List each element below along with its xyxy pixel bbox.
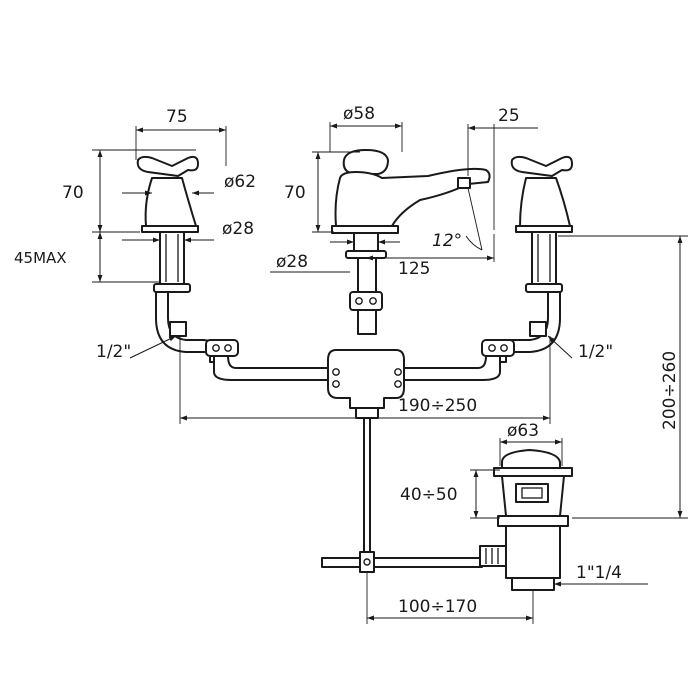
- dim-total-height: 200÷260: [660, 351, 680, 430]
- spout-assembly: [331, 149, 491, 335]
- dim-spout-height: 70: [284, 183, 306, 203]
- pop-up-rod: [321, 417, 483, 573]
- dim-waste-thread: 1"1/4: [576, 563, 622, 583]
- spout-flange: [331, 225, 399, 234]
- left-valve-body: [144, 177, 197, 227]
- waste-nut: [497, 515, 569, 527]
- dim-center-distance: 190÷250: [398, 396, 477, 416]
- dimension-lines: [92, 122, 688, 624]
- waste-window: [515, 483, 549, 503]
- dimension-labels: 75 ø58 25 70 ø62 70 ø28 45MAX ø28 12° 12…: [14, 104, 680, 617]
- dim-right-thread: 1/2": [578, 342, 613, 362]
- dim-stem-diameter: ø28: [222, 219, 254, 239]
- dim-handle-width: 75: [166, 107, 188, 127]
- right-cross-handle: [510, 155, 573, 177]
- waste-cap: [501, 449, 561, 469]
- right-inlet: [529, 321, 547, 337]
- waste-tailpiece: [505, 525, 561, 579]
- spout-stem: [353, 232, 379, 252]
- left-connecting-pipe: [213, 355, 341, 381]
- dim-spout-stem-diameter: ø28: [276, 252, 308, 272]
- left-valve-stem: [159, 231, 185, 285]
- waste-outlet: [511, 577, 555, 591]
- spout-nut: [345, 250, 387, 259]
- tee-outlet: [355, 407, 379, 419]
- dim-rod-distance: 100÷170: [398, 597, 477, 617]
- center-tee: [327, 349, 405, 409]
- dim-spout-reach: 125: [398, 259, 430, 279]
- left-nut: [153, 283, 191, 293]
- right-pipe-nut: [481, 339, 515, 357]
- pop-up-waste: [479, 449, 573, 591]
- dim-waste-diameter: ø63: [507, 421, 539, 441]
- spout-coupling: [349, 291, 383, 311]
- right-valve-stem: [531, 231, 557, 285]
- waste-flange: [493, 467, 573, 477]
- right-nut: [525, 283, 563, 293]
- dim-handle-diameter: ø62: [224, 172, 256, 192]
- right-valve-body: [519, 177, 571, 227]
- waste-rod-fitting: [479, 545, 507, 567]
- horizontal-rod: [321, 557, 483, 568]
- dim-spout-angle: 12°: [432, 231, 462, 251]
- dim-valve-height: 70: [62, 183, 84, 203]
- spout-lever-handle: [342, 149, 389, 175]
- dim-spout-diameter: ø58: [343, 104, 375, 124]
- left-cross-handle: [136, 155, 199, 177]
- right-connecting-pipe: [391, 355, 501, 381]
- left-tap: [136, 155, 223, 363]
- dim-left-thread: 1/2": [96, 342, 131, 362]
- dim-thread-height: 45MAX: [14, 249, 67, 267]
- right-tap: [493, 155, 573, 363]
- dim-spout-offset: 25: [498, 106, 520, 126]
- spout-aerator: [457, 177, 471, 189]
- left-inlet: [169, 321, 187, 337]
- connecting-pipes: [205, 339, 515, 419]
- left-pipe-nut: [205, 339, 239, 357]
- dim-waste-height: 40÷50: [400, 485, 458, 505]
